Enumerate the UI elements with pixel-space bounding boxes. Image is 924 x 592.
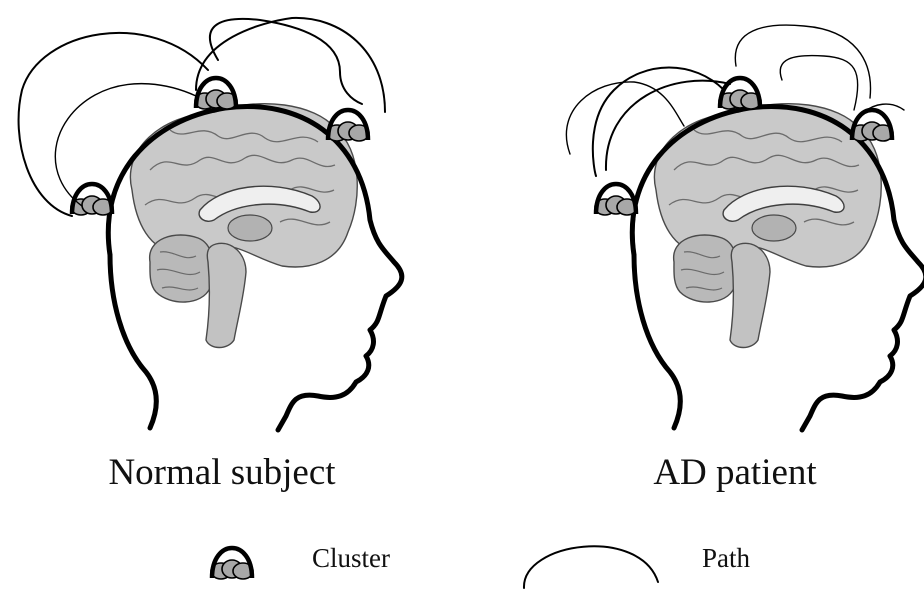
legend-path-label: Path <box>702 543 751 573</box>
cluster-right-ad <box>851 110 893 141</box>
caption-ad-patient: AD patient <box>653 452 817 493</box>
cluster-left-normal <box>71 184 113 215</box>
legend-cluster-icon <box>211 548 253 579</box>
legend-cluster: Cluster <box>211 543 390 579</box>
brain-image-normal <box>130 104 357 348</box>
cluster-top-normal <box>195 78 237 109</box>
legend: Cluster Path <box>211 543 751 588</box>
caption-normal-subject: Normal subject <box>108 452 336 493</box>
cluster-left-ad <box>595 184 637 215</box>
legend-path-icon <box>524 546 658 588</box>
panel-normal-subject: Normal subject <box>19 18 402 493</box>
legend-path: Path <box>524 543 751 588</box>
panel-ad-patient: AD patient <box>566 25 924 493</box>
legend-cluster-label: Cluster <box>312 543 390 573</box>
cluster-right-normal <box>327 110 369 141</box>
brain-image-ad <box>654 104 881 348</box>
